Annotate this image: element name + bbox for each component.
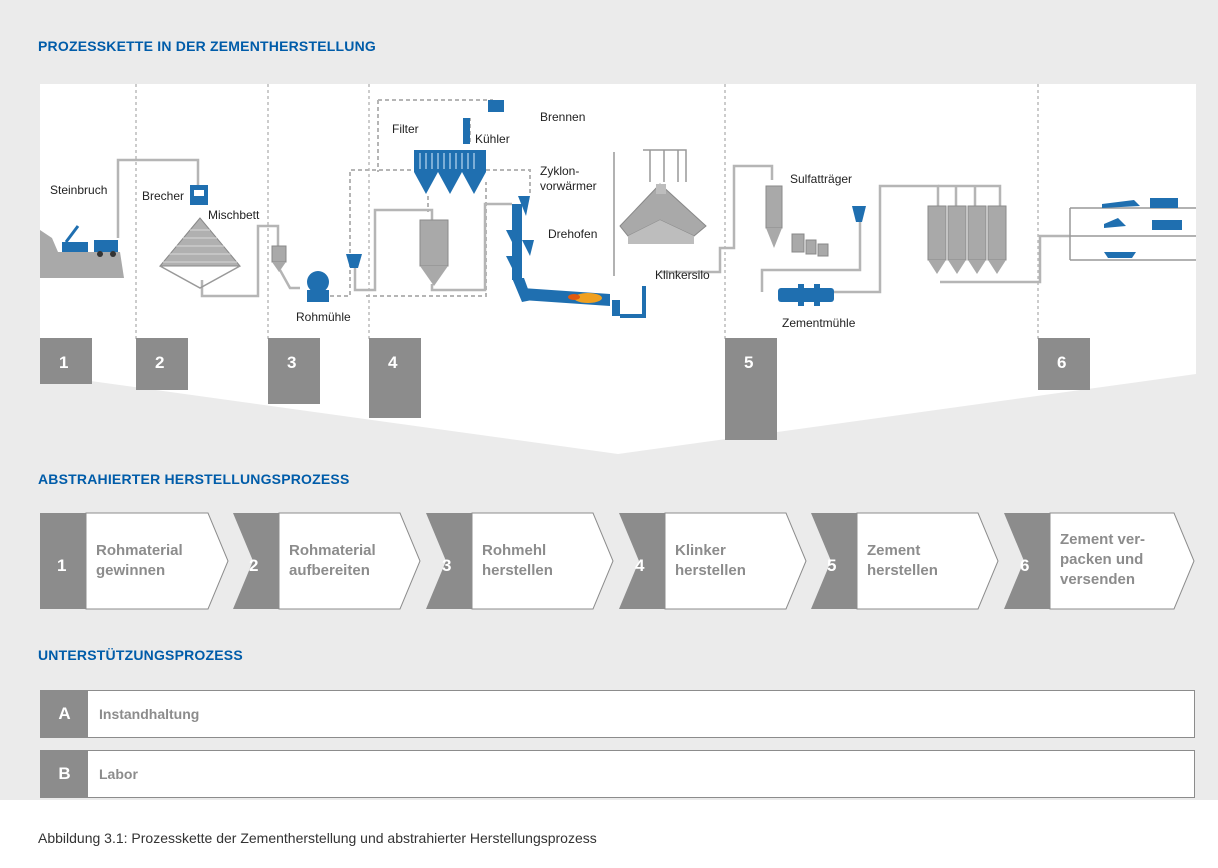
chevron-5-number: 5 xyxy=(827,556,837,575)
step-num-1: 1 xyxy=(59,353,68,372)
step-tab-2 xyxy=(136,338,188,390)
blending-bed xyxy=(158,217,242,289)
support-bar-a-letter: A xyxy=(41,691,88,737)
chevron-4-line2: herstellen xyxy=(675,562,746,579)
chevron-3-number: 3 xyxy=(442,556,452,575)
process-chain-title: PROZESSKETTE IN DER ZEMENTHERSTELLUNG xyxy=(38,38,376,54)
chevron-1-line1: Rohmaterial xyxy=(96,542,183,559)
label-steinbruch: Steinbruch xyxy=(50,183,107,197)
cement-mill xyxy=(778,206,866,306)
rotary-kiln xyxy=(512,278,646,318)
step-tab-3 xyxy=(268,338,320,404)
section-dividers xyxy=(135,84,1039,340)
label-zyklon-2: vorwärmer xyxy=(540,179,597,193)
support-bar-b-letter: B xyxy=(41,751,88,797)
raw-meal-silo xyxy=(419,219,449,286)
support-bar-b: B Labor xyxy=(40,750,1195,798)
chevron-2-line1: Rohmaterial xyxy=(289,542,376,559)
chevron-6-line1: Zement ver- xyxy=(1060,531,1146,548)
chevron-2-num-box xyxy=(233,513,279,609)
chevron-1-number: 1 xyxy=(57,556,67,575)
step-num-6: 6 xyxy=(1057,353,1066,372)
chevron-2-label: Rohmaterial aufbereiten xyxy=(289,541,376,581)
support-process-title: UNTERSTÜTZUNGSPROZESS xyxy=(38,647,243,663)
step-tab-5 xyxy=(725,338,777,440)
raw-feed-hopper xyxy=(271,245,287,272)
chevron-5-num-box xyxy=(811,513,857,609)
label-drehofen: Drehofen xyxy=(548,227,597,241)
label-zementmuehle: Zementmühle xyxy=(782,316,856,330)
chevron-5-line2: herstellen xyxy=(867,562,938,579)
chevron-6-line2: packen und xyxy=(1060,551,1144,568)
filter-unit xyxy=(414,150,486,194)
chevron-5-line1: Zement xyxy=(867,542,921,559)
cooler-tower xyxy=(463,100,504,144)
label-brennen: Brennen xyxy=(540,110,585,124)
step-tab-6 xyxy=(1038,338,1090,390)
chevron-4-line1: Klinker xyxy=(675,542,726,559)
crusher-icon xyxy=(190,185,208,205)
klinker-feed-lines xyxy=(613,149,1196,276)
chevron-1-label: Rohmaterial gewinnen xyxy=(96,541,183,581)
quarry-illustration xyxy=(40,225,124,278)
step-num-5: 5 xyxy=(744,353,753,372)
step-num-3: 3 xyxy=(287,353,296,372)
chevron-2-number: 2 xyxy=(249,556,259,575)
chevron-1-line2: gewinnen xyxy=(96,562,166,579)
step-tab-4 xyxy=(369,338,421,418)
step-num-4: 4 xyxy=(388,353,398,372)
chevron-3-line2: herstellen xyxy=(482,562,553,579)
shipping-vehicles xyxy=(1102,198,1182,258)
chevron-3-line1: Rohmehl xyxy=(482,542,547,559)
support-bar-b-label: Labor xyxy=(99,766,138,782)
abstracted-process-title: ABSTRAHIERTER HERSTELLUNGSPROZESS xyxy=(38,471,350,487)
cyclone-preheater xyxy=(506,196,534,280)
support-bar-a: A Instandhaltung xyxy=(40,690,1195,738)
chevron-1-num-box xyxy=(40,513,86,609)
chevron-2-line2: aufbereiten xyxy=(289,562,370,579)
chevron-shapes xyxy=(40,512,1195,610)
diagram-step-tabs xyxy=(40,338,1090,440)
label-zyklon-1: Zyklon- xyxy=(540,164,579,178)
chevron-4-num-box xyxy=(619,513,665,609)
chevron-4-number: 4 xyxy=(635,556,645,575)
chevron-3-label: Rohmehl herstellen xyxy=(482,541,553,581)
raw-mill xyxy=(307,254,362,302)
clinker-silo xyxy=(619,183,707,244)
label-mischbett: Mischbett xyxy=(208,208,260,222)
chevron-6-number: 6 xyxy=(1020,556,1030,575)
chevron-3-num-box xyxy=(426,513,472,609)
support-bar-a-label: Instandhaltung xyxy=(99,706,200,722)
step-num-2: 2 xyxy=(155,353,164,372)
figure-caption: Abbildung 3.1: Prozesskette der Zementhe… xyxy=(38,830,597,846)
chevron-4-label: Klinker herstellen xyxy=(675,541,746,581)
label-filter: Filter xyxy=(392,122,419,136)
diagram-background xyxy=(40,84,1196,454)
process-chain-diagram: 1 2 3 4 5 6 xyxy=(40,84,1196,454)
chevron-6-num-box xyxy=(1004,513,1050,609)
label-kuehler: Kühler xyxy=(475,132,510,146)
chevron-6-line3: versenden xyxy=(1060,571,1136,588)
step-tab-1 xyxy=(40,338,92,384)
label-klinkersilo: Klinkersilo xyxy=(655,268,710,282)
label-sulfattraeger: Sulfatträger xyxy=(790,172,852,186)
sulfate-silo xyxy=(765,185,829,257)
cement-silos xyxy=(927,205,1007,274)
chevron-6-label: Zement ver- packen und versenden xyxy=(1060,530,1145,590)
label-rohmuehle: Rohmühle xyxy=(296,310,351,324)
chevron-5-label: Zement herstellen xyxy=(867,541,938,581)
label-brecher: Brecher xyxy=(142,189,184,203)
